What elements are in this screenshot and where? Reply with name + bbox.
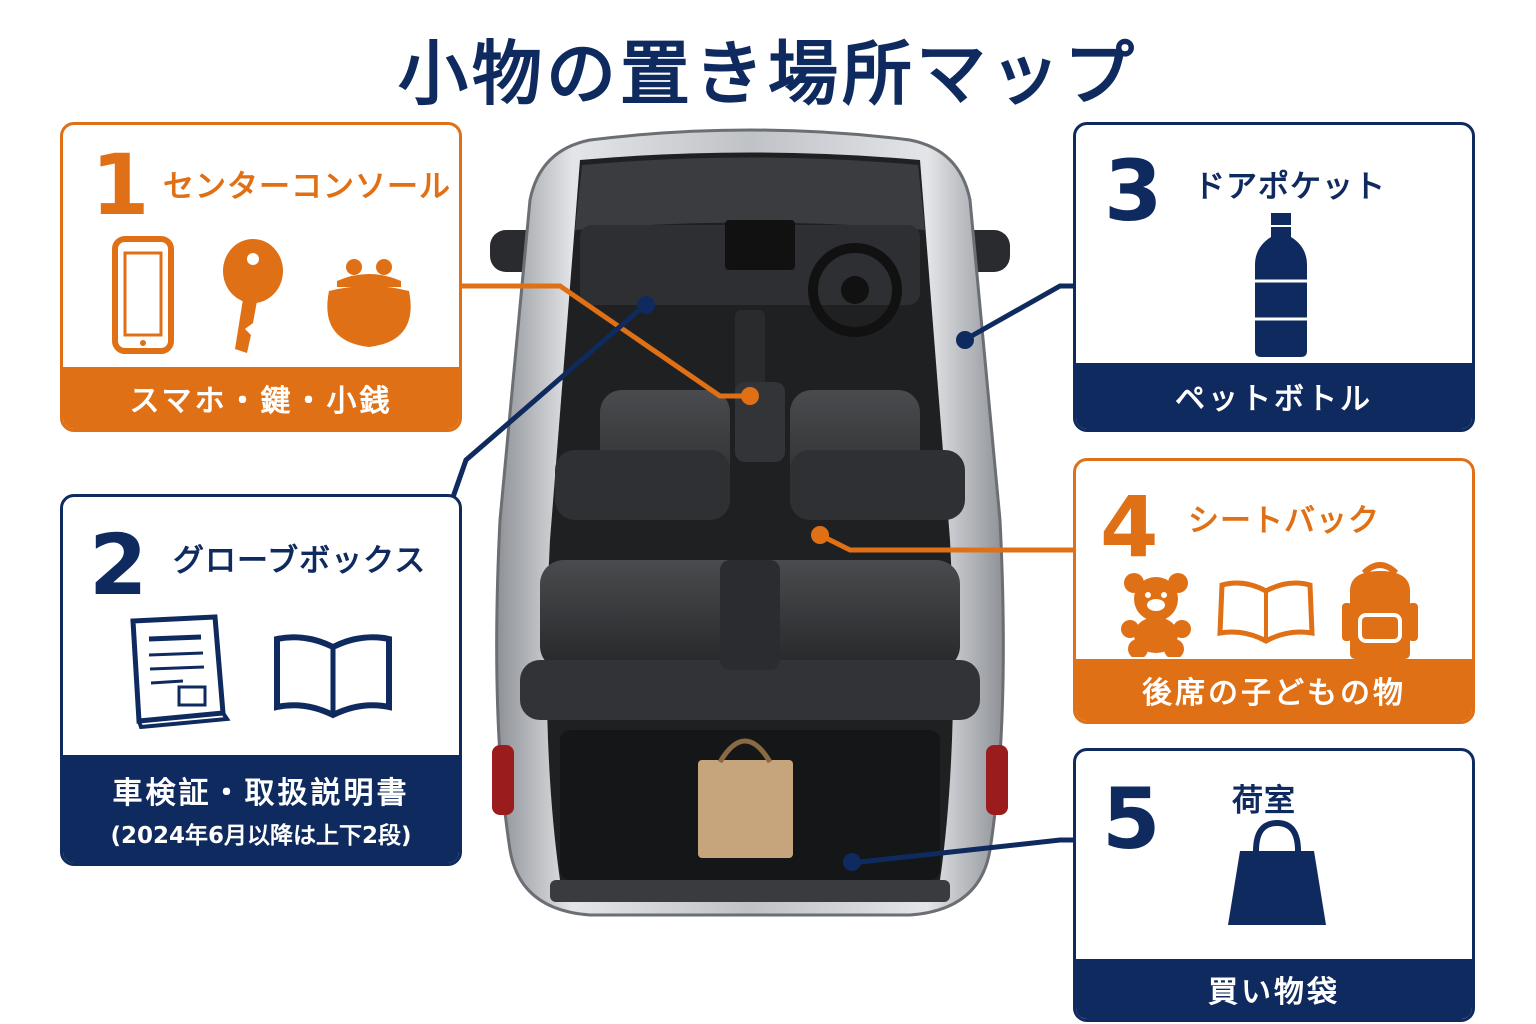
zone-items: 後席の子どもの物 bbox=[1142, 676, 1406, 711]
shopping-bag-icon bbox=[1228, 819, 1326, 925]
zone-number: 5 bbox=[1102, 770, 1161, 868]
zone-number: 4 bbox=[1100, 478, 1159, 576]
zone-items-bar: ペットボトル bbox=[1076, 363, 1472, 429]
key-icon bbox=[223, 239, 283, 353]
zone-panel-3: 3 ドアポケット ペットボトル bbox=[1073, 122, 1475, 432]
zone-heading: グローブボックス bbox=[173, 543, 427, 579]
zone-number: 2 bbox=[89, 516, 148, 614]
zone-heading: ドアポケット bbox=[1194, 169, 1386, 205]
zone-items: 車検証・取扱説明書 bbox=[112, 776, 410, 811]
vehicle-document-icon bbox=[130, 614, 231, 729]
zone-items: ペットボトル bbox=[1175, 382, 1373, 417]
car-top-view-illustration bbox=[490, 128, 1010, 917]
zone-panel-1: 1 センターコンソール スマホ・鍵・小銭 bbox=[60, 122, 462, 432]
smartphone-icon bbox=[112, 236, 174, 354]
page-title: 小物の置き場所マップ bbox=[398, 33, 1138, 115]
zone-items: スマホ・鍵・小銭 bbox=[129, 384, 393, 419]
zone-number: 1 bbox=[91, 136, 150, 234]
paper-bag-illustration bbox=[698, 760, 793, 858]
zone-number: 3 bbox=[1104, 142, 1163, 240]
zone-note: (2024年6月以降は上下2段) bbox=[110, 823, 412, 849]
picture-book-icon bbox=[1217, 580, 1315, 644]
zone-items-bar: スマホ・鍵・小銭 bbox=[63, 367, 459, 429]
zone-items: 買い物袋 bbox=[1208, 975, 1340, 1010]
zone-panel-2: 2 グローブボックス 車検証・取扱説明書 (2024年6月以降は上下2段) bbox=[60, 494, 462, 866]
zone-heading: シートバック bbox=[1188, 503, 1380, 539]
teddy-bear-icon bbox=[1121, 573, 1191, 657]
zone-panel-4: 4 シートバック 後席の子どもの物 bbox=[1073, 458, 1475, 724]
zone-items-bar: 後席の子どもの物 bbox=[1076, 659, 1472, 721]
zone-panel-5: 5 荷室 買い物袋 bbox=[1073, 748, 1475, 1022]
zone-items-bar: 車検証・取扱説明書 (2024年6月以降は上下2段) bbox=[63, 755, 459, 863]
coin-purse-icon bbox=[327, 259, 411, 347]
plastic-bottle-icon bbox=[1255, 213, 1307, 357]
open-manual-icon bbox=[274, 634, 392, 719]
backpack-icon bbox=[1342, 562, 1418, 659]
zone-heading: 荷室 bbox=[1232, 783, 1296, 819]
zone-heading: センターコンソール bbox=[163, 169, 451, 205]
center-console bbox=[735, 382, 785, 462]
zone-items-bar: 買い物袋 bbox=[1076, 959, 1472, 1019]
